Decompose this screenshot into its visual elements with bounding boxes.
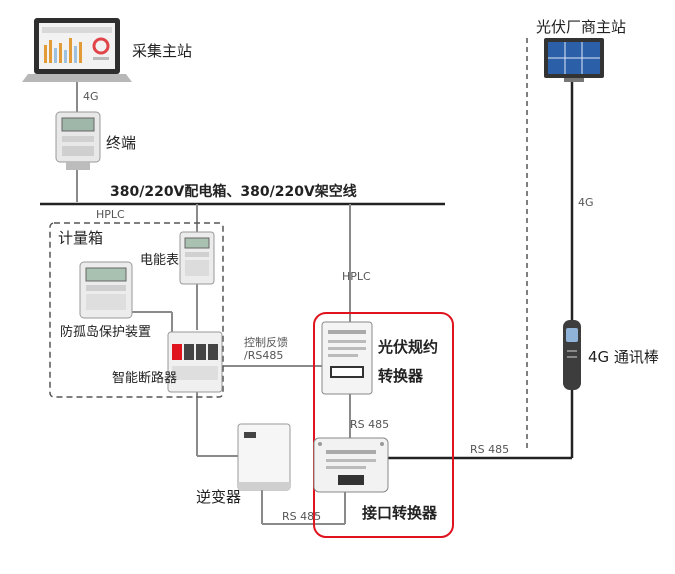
terminal-label: 终端 [106, 134, 136, 152]
connections [40, 38, 574, 525]
energy-meter-icon [179, 231, 215, 285]
metering-box-frame [49, 222, 224, 398]
bus-line-label: 380/220V配电箱、380/220V架空线 [110, 183, 357, 200]
converter-highlight-box [313, 312, 454, 538]
comm-stick-icon [563, 320, 581, 390]
terminal-meter-icon [55, 111, 101, 170]
smart-breaker-icon [167, 331, 223, 393]
link-label-control-feedback: 控制反馈 [244, 335, 288, 349]
pv-protocol-converter-label-2: 转换器 [378, 367, 424, 385]
link-label-vendor-4g: 4G [578, 196, 594, 209]
anti-islanding-device-icon [79, 261, 133, 319]
interface-converter-icon [313, 437, 389, 493]
comm-stick-label: 4G 通讯棒 [588, 348, 659, 366]
anti-islanding-label: 防孤岛保护装置 [60, 324, 151, 340]
pv-vendor-station-label: 光伏厂商主站 [536, 18, 626, 36]
link-label-control-rs485: /RS485 [244, 349, 283, 362]
inverter-label: 逆变器 [196, 488, 241, 506]
link-label-rs485-inverter: RS 485 [282, 510, 321, 523]
pv-protocol-converter-label-1: 光伏规约 [377, 338, 438, 356]
smart-breaker-label: 智能断路器 [112, 370, 177, 386]
interface-converter-label: 接口转换器 [362, 504, 438, 522]
link-label-hplc-right: HPLC [342, 270, 371, 283]
link-label-station-4g: 4G [83, 90, 99, 103]
inverter-icon [237, 423, 291, 491]
metering-box-label: 计量箱 [58, 229, 103, 247]
solar-monitor-icon [544, 38, 604, 82]
pv-protocol-converter-icon [321, 321, 373, 395]
laptop-icon [22, 18, 132, 82]
energy-meter-label: 电能表 [140, 253, 179, 268]
collection-station-label: 采集主站 [132, 42, 192, 60]
link-label-rs485-vertical: RS 485 [350, 418, 389, 431]
link-label-hplc-left: HPLC [96, 208, 125, 221]
link-label-rs485-stick: RS 485 [470, 443, 509, 456]
